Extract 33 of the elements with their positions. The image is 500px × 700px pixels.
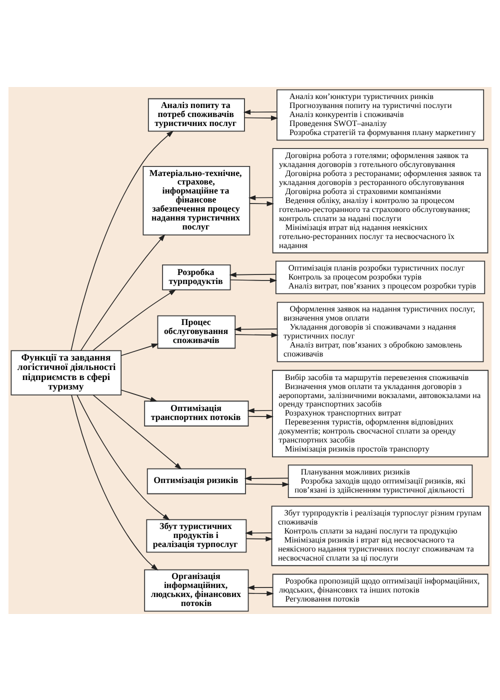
arrow bbox=[92, 394, 182, 470]
arrow bbox=[248, 194, 274, 200]
arrow bbox=[245, 530, 272, 536]
arrow bbox=[244, 475, 289, 480]
node-box: Процес обслуговування споживачів bbox=[157, 314, 236, 348]
node-box: Матеріально-технічне, страхове, інформаційне та фінансове забезпечення процесу надання туристичних послуг bbox=[142, 166, 250, 235]
arrow bbox=[248, 590, 274, 596]
arrow bbox=[70, 130, 174, 350]
arrow bbox=[92, 288, 176, 351]
arrow bbox=[71, 394, 158, 570]
arrow bbox=[120, 389, 158, 402]
node-box: Оптимізація транспортних потоків bbox=[144, 400, 249, 426]
arrow bbox=[234, 326, 278, 332]
arrow bbox=[247, 584, 274, 590]
arrow bbox=[120, 342, 159, 356]
node-box: Аналіз попиту та потреб споживачів туристичних послуг bbox=[148, 98, 245, 132]
arrow bbox=[234, 332, 279, 338]
arrow bbox=[76, 394, 170, 520]
arrow bbox=[249, 200, 274, 206]
node-box: Організація інформаційних, людських, фінансових потоків bbox=[144, 568, 249, 612]
arrow bbox=[243, 109, 278, 114]
node-box: Збут туристичних продуктів і реалізація турпослуг bbox=[146, 518, 247, 552]
arrow bbox=[229, 272, 276, 277]
arrow bbox=[244, 115, 278, 120]
arrow bbox=[80, 234, 166, 350]
node-box: Функції та завдання логістичної діяльності підприємств в сфері туризму bbox=[10, 350, 122, 395]
arrow bbox=[247, 408, 273, 413]
arrow bbox=[230, 277, 278, 282]
arrow bbox=[246, 536, 273, 541]
node-box: Розробка турпродуктів bbox=[162, 264, 231, 290]
arrow bbox=[245, 481, 290, 486]
arrow bbox=[248, 414, 274, 419]
node-box: Оптимізація ризиків bbox=[146, 468, 246, 494]
